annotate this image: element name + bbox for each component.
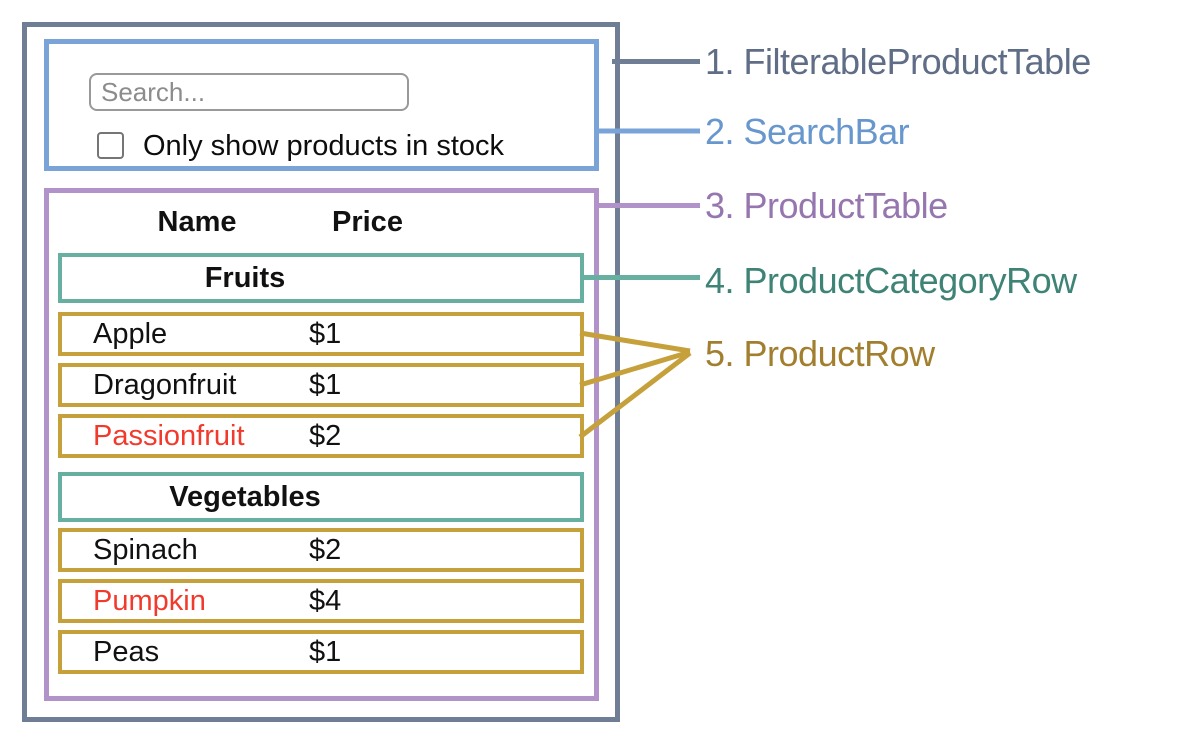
legend-product-row: 5. ProductRow [705,333,935,374]
product-name: Passionfruit [93,420,245,452]
in-stock-checkbox-label: Only show products in stock [143,130,505,162]
legend-filterable-product-table: 1. FilterableProductTable [705,41,1091,82]
table-header-row: Name Price [58,198,584,246]
search-input[interactable] [89,73,409,111]
category-label: Vegetables [169,481,321,513]
product-price: $1 [309,318,342,350]
category-row-fruits: Fruits [58,253,584,303]
legend-product-table: 3. ProductTable [705,185,948,226]
product-price: $4 [309,585,342,617]
name-column-header: Name [157,206,237,238]
category-row-vegetables: Vegetables [58,472,584,522]
product-price: $1 [309,369,342,401]
category-label: Fruits [204,262,286,294]
in-stock-checkbox[interactable] [97,132,124,159]
filterable-product-table-box: Only show products in stock Name Price F… [22,22,620,722]
legend-search-bar: 2. SearchBar [705,111,910,152]
product-name: Apple [93,318,168,350]
product-row-passionfruit: Passionfruit $2 [58,414,584,458]
product-name: Spinach [93,534,198,566]
product-name: Peas [93,636,160,668]
product-price: $2 [309,420,342,452]
price-column-header: Price [332,206,403,238]
product-price: $1 [309,636,342,668]
legend-product-category-row: 4. ProductCategoryRow [705,260,1077,301]
product-row-dragonfruit: Dragonfruit $1 [58,363,584,407]
product-row-pumpkin: Pumpkin $4 [58,579,584,623]
product-row-spinach: Spinach $2 [58,528,584,572]
product-price: $2 [309,534,342,566]
product-row-peas: Peas $1 [58,630,584,674]
product-table-box: Name Price Fruits Apple $1 Dragonfruit $… [44,188,599,701]
product-name: Dragonfruit [93,369,237,401]
product-row-apple: Apple $1 [58,312,584,356]
search-bar-box: Only show products in stock [44,39,599,171]
product-name: Pumpkin [93,585,206,617]
